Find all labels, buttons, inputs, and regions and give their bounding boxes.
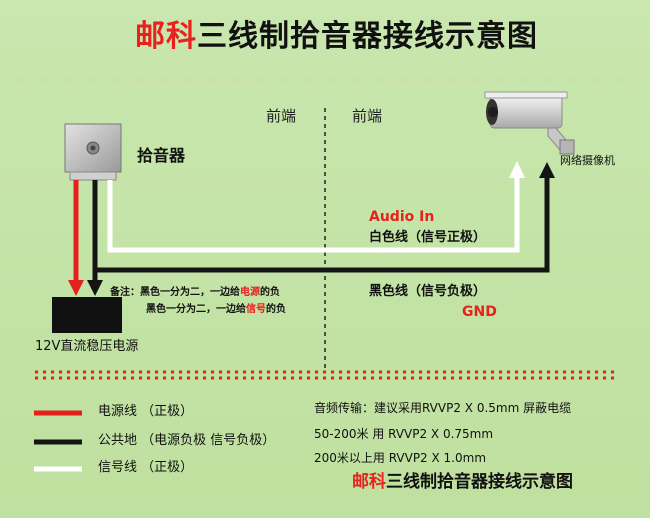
legend-label-signal: 信号线 （正极） xyxy=(98,460,194,475)
spec-line-1: 音频传输：建议采用RVVP2 X 0.5mm 屏蔽电缆 xyxy=(314,401,572,415)
footer-text: 三线制拾音器接线示意图 xyxy=(386,472,573,492)
camera-label: 网络摄像机 xyxy=(560,154,615,167)
zone-label-left: 前端 xyxy=(266,107,297,125)
power-label: 12V直流稳压电源 xyxy=(35,339,139,354)
audio-in-label: Audio In xyxy=(369,209,435,225)
black-wire-label: 黑色线（信号负极） xyxy=(369,284,487,299)
note-line-2: 黑色一分为二，一边给信号的负 xyxy=(146,305,286,315)
power-supply xyxy=(52,297,122,333)
gnd-label: GND xyxy=(462,304,497,320)
title-text: 三线制拾音器接线示意图 xyxy=(197,19,538,54)
footer-brand: 邮科 xyxy=(352,472,386,492)
note-line-2-text: 黑色一分为二，一边给 xyxy=(146,304,246,315)
spec-line-3: 200米以上用 RVVP2 X 1.0mm xyxy=(314,451,487,465)
note-line-1-end: 的负 xyxy=(260,287,280,298)
legend-label-ground: 公共地 （电源负极 信号负极） xyxy=(98,433,276,448)
note-line-1-highlight: 电源 xyxy=(240,287,260,298)
black-wire xyxy=(87,162,555,296)
title-brand: 邮科 xyxy=(135,19,197,54)
spec-line-2: 50-200米 用 RVVP2 X 0.75mm xyxy=(314,427,494,441)
legend-label-power: 电源线 （正极） xyxy=(98,404,194,419)
white-wire-label: 白色线（信号正极） xyxy=(369,230,487,245)
red-wire xyxy=(68,180,84,296)
note-line-2-highlight: 信号 xyxy=(246,304,266,315)
pickup-label: 拾音器 xyxy=(137,146,186,165)
camera-device xyxy=(484,91,575,155)
white-wire xyxy=(107,161,525,253)
note-line-2-end: 的负 xyxy=(266,304,286,315)
zone-label-right: 前端 xyxy=(352,107,383,125)
footer-title: 邮科三线制拾音器接线示意图 xyxy=(352,474,573,491)
note-line-1-text: 备注：黑色一分为二，一边给 xyxy=(110,287,240,298)
pickup-device xyxy=(64,123,122,181)
note-line-1: 备注：黑色一分为二，一边给电源的负 xyxy=(110,288,280,298)
page-title: 邮科三线制拾音器接线示意图 xyxy=(135,22,538,52)
